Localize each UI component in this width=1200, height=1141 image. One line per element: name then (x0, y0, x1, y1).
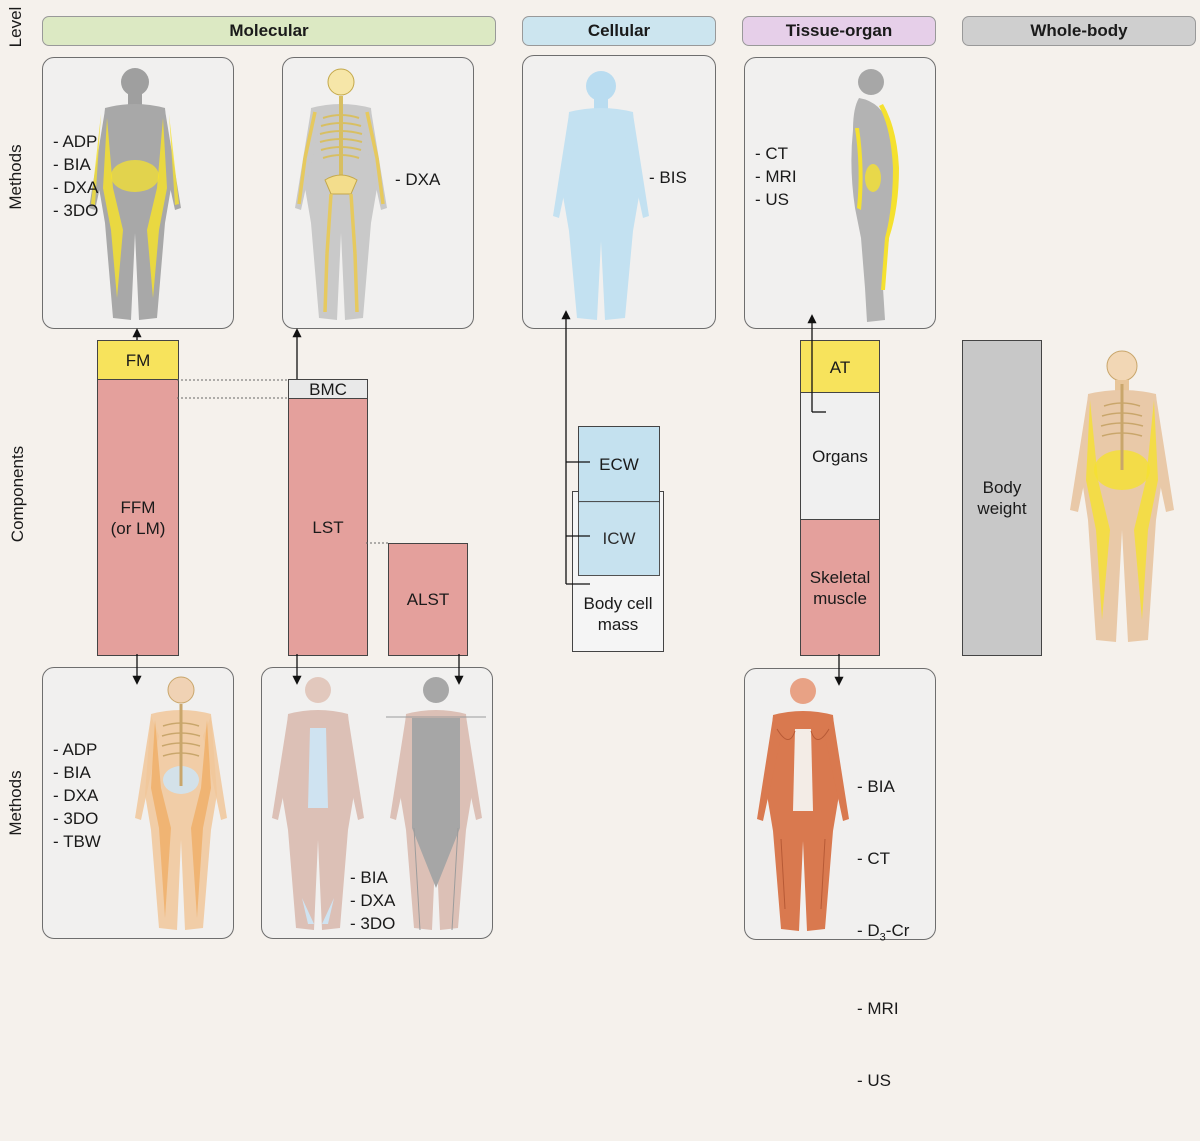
component-lean-soft-tissue: LST (288, 398, 368, 656)
methods-list-bmc: - DXA (395, 170, 441, 189)
method-card-lean-soft-tissue: - BIA - DXA - 3DO (261, 667, 493, 939)
skeleton-icon (295, 68, 387, 320)
level-header-cellular: Cellular (522, 16, 716, 46)
muscle-skeleton-overlay-icon (135, 676, 227, 930)
method-card-tissue-organ: - CT - MRI - US (744, 57, 936, 329)
level-header-molecular: Molecular (42, 16, 496, 46)
connector-lines (132, 310, 844, 686)
method-card-bone-mineral: - DXA (282, 57, 474, 329)
method-muscle-mri: - MRI (857, 999, 899, 1019)
skeletal-label: Skeletal (809, 567, 871, 587)
alst-label: ALST (406, 590, 450, 609)
method-card-skeletal-muscle: - BIA - CT - D3-Cr - MRI - US (744, 668, 936, 1090)
method-card-fat-free-mass: - ADP - BIA - DXA - 3DO - TBW (42, 667, 234, 939)
body-weight-sublabel: weight (977, 499, 1027, 518)
muscle-and-regions-icon (272, 677, 486, 931)
method-muscle-bia: - BIA (857, 777, 895, 796)
method-card-cellular: - BIS (522, 55, 716, 329)
component-skeletal-muscle: Skeletal muscle (800, 519, 880, 656)
methods-list-tissue: - CT - MRI - US (755, 144, 797, 209)
component-fat-free-mass: FFM (or LM) (97, 379, 179, 656)
whole-body-anatomy-icon (1070, 350, 1174, 642)
level-header-whole-body: Whole-body (962, 16, 1196, 46)
method-card-fat-mass: - ADP - BIA - DXA - 3DO (42, 57, 234, 329)
ffm-sublabel: (or LM) (110, 518, 166, 538)
level-header-tissue-organ: Tissue-organ (742, 16, 936, 46)
icw-label: ICW (602, 529, 636, 548)
lst-label: LST (312, 517, 344, 537)
organs-label: Organs (812, 447, 868, 466)
component-fat-mass: FM (97, 340, 179, 381)
fm-label: FM (125, 351, 151, 370)
methods-list-fm: - ADP - BIA - DXA - 3DO (53, 132, 99, 220)
component-appendicular-lean-soft-tissue: ALST (388, 543, 468, 656)
component-extracellular-water: ECW (578, 426, 660, 503)
component-intracellular-water: ICW (578, 501, 660, 576)
body-silhouette-fat-icon (89, 68, 181, 320)
method-muscle-d3cr: - D3-Cr (857, 919, 909, 949)
method-muscle-d3-prefix: - D (857, 921, 880, 940)
at-label: AT (829, 357, 851, 377)
body-water-silhouette-icon (553, 71, 649, 320)
body-weight-label: Body (982, 478, 1022, 497)
method-muscle-d3-subscript: 3 (879, 931, 886, 944)
method-muscle-d3-suffix: -Cr (885, 921, 910, 940)
ffm-label: FFM (120, 497, 156, 517)
methods-list-cellular: - BIS (649, 168, 687, 187)
method-muscle-us: - US (857, 1071, 891, 1091)
muscle-anatomy-icon (757, 678, 849, 931)
methods-list-lst: - BIA - DXA - 3DO (350, 868, 396, 933)
methods-list-ffm: - ADP - BIA - DXA - 3DO - TBW (53, 740, 101, 851)
skeletal-sublabel: muscle (813, 588, 867, 608)
component-body-weight: Body weight (962, 340, 1042, 656)
bmc-label: BMC (309, 380, 347, 399)
body-side-view-icon (851, 69, 899, 322)
component-adipose-tissue: AT (800, 340, 880, 394)
ecw-label: ECW (599, 455, 639, 474)
component-organs: Organs (800, 392, 880, 521)
method-muscle-ct: - CT (857, 849, 891, 868)
bcm-label: Body cell (583, 594, 653, 613)
bcm-sublabel: mass (597, 615, 639, 634)
